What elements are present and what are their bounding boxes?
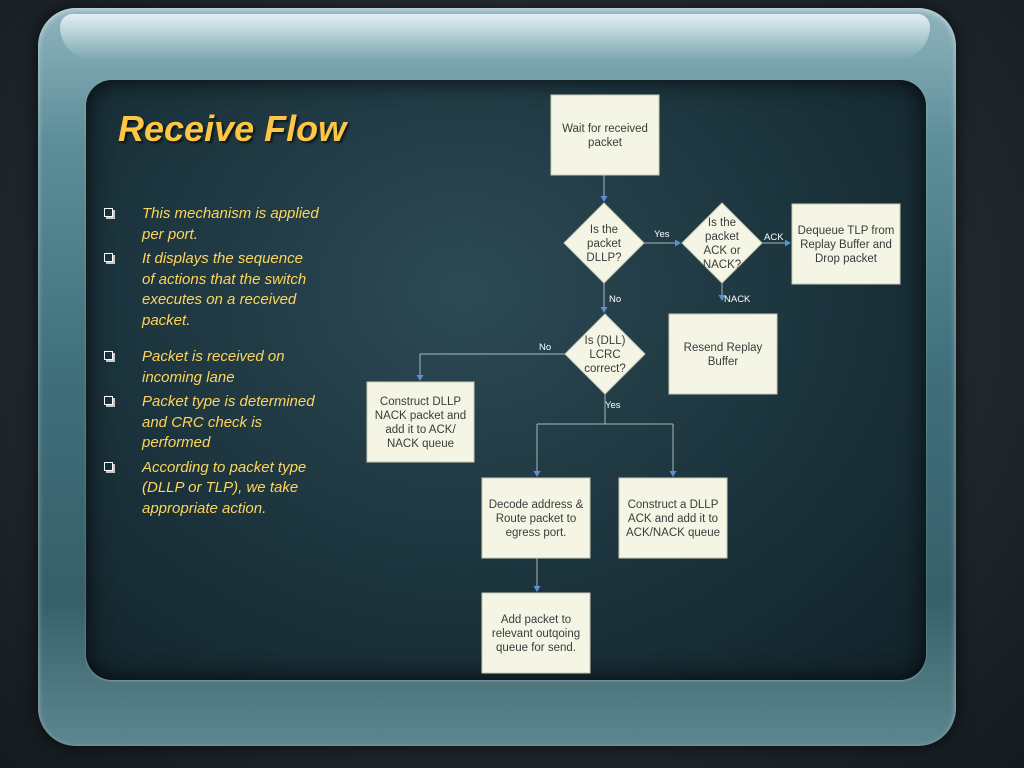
- decision-diamond: [563, 202, 645, 284]
- bullet-item: This mechanism is applied per port.: [104, 204, 319, 245]
- node-label: Drop packet: [815, 253, 878, 265]
- process-box: [481, 477, 591, 559]
- node-label: NACK?: [703, 259, 741, 271]
- node-label: ACK or: [703, 245, 740, 257]
- process-box: [791, 203, 901, 285]
- edge-label-dllp-no: No: [609, 294, 621, 305]
- node-ack-pkt: Construct a DLLP ACK and add it to ACK/NAC…: [618, 477, 728, 559]
- node-label: NACK packet and: [375, 410, 466, 422]
- bullet-item: Packet type is determined and CRC check …: [104, 392, 319, 454]
- bullet-item: Packet is received on incoming lane: [104, 347, 319, 388]
- node-label: NACK queue: [387, 438, 454, 450]
- edge-label-dllp-yes: Yes: [654, 229, 670, 240]
- node-label: relevant outqoing: [492, 628, 580, 640]
- slide-title: Receive Flow: [118, 108, 347, 149]
- node-label: packet: [705, 231, 740, 243]
- node-wait: Wait for received packet: [550, 94, 660, 176]
- bullet-text: It displays the sequence of actions that…: [142, 250, 307, 329]
- process-box: [366, 381, 475, 463]
- edge-label-lcrc-no: No: [539, 342, 551, 353]
- node-label: Buffer: [708, 356, 739, 368]
- node-decode: Decode address & Route packet to egress po…: [481, 477, 591, 559]
- process-box: [550, 94, 660, 176]
- node-label: Is the: [708, 217, 736, 229]
- node-label: Route packet to: [496, 513, 577, 525]
- diagram-nodes: Wait for received packet Is the packetDLLP?…: [366, 94, 901, 674]
- node-lcrc: Is (DLL) LCRC correct?: [564, 313, 646, 395]
- bullet-item: It displays the sequence of actions that…: [104, 249, 319, 331]
- node-nack-pkt: Construct DLLP NACK packet and add it to A…: [366, 381, 475, 463]
- node-label: queue for send.: [496, 642, 576, 654]
- decision-diamond: [564, 313, 646, 395]
- bullet-text: Packet type is determined and CRC check …: [142, 393, 315, 451]
- bullet-item: According to packet type (DLLP or TLP), …: [104, 458, 319, 520]
- node-label: Wait for received: [562, 123, 648, 135]
- node-label: Dequeue TLP from: [798, 225, 895, 237]
- checkbox-bullet-icon: [104, 461, 113, 471]
- checkbox-bullet-icon: [104, 253, 113, 262]
- node-add-packet: Add packet to relevant outqoing queue for …: [481, 592, 591, 674]
- checkbox-bullet-icon: [104, 351, 113, 360]
- bullet-text: Packet is received on incoming lane: [142, 348, 285, 386]
- node-label: DLLP?: [586, 252, 621, 264]
- node-label: Decode address &: [489, 499, 584, 511]
- node-label: ACK and add it to: [628, 513, 718, 525]
- node-label: Is (DLL): [585, 335, 626, 347]
- diagram-connectors: [416, 175, 791, 592]
- decision-diamond: [681, 202, 763, 284]
- checkbox-bullet-icon: [104, 396, 113, 405]
- node-label: correct?: [584, 363, 626, 375]
- bullet-text: This mechanism is applied per port.: [142, 205, 319, 243]
- node-label: packet: [587, 238, 622, 250]
- bullet-list: This mechanism is applied per port. It di…: [104, 204, 319, 523]
- edge-label-ack: ACK: [764, 232, 784, 243]
- node-label: packet: [588, 137, 623, 149]
- edge-lcrc-no: [416, 353, 565, 381]
- node-label: egress port.: [506, 527, 567, 539]
- frame-highlight: [60, 14, 930, 60]
- node-label: Resend Replay: [684, 342, 763, 354]
- process-box: [481, 592, 591, 674]
- slide-screen: [86, 80, 926, 680]
- checkbox-bullet-icon: [104, 208, 113, 217]
- edge-label-lcrc-yes: Yes: [605, 400, 621, 411]
- node-label: ACK/NACK queue: [626, 527, 720, 539]
- edge-label-nack: NACK: [724, 294, 751, 305]
- node-label: Is the: [590, 224, 618, 236]
- node-label: Construct a DLLP: [628, 499, 719, 511]
- bullet-text: According to packet type (DLLP or TLP), …: [142, 458, 307, 517]
- process-box: [618, 477, 728, 559]
- node-label: LCRC: [589, 349, 620, 361]
- node-label: add it to ACK/: [385, 424, 456, 436]
- node-label: Add packet to: [501, 614, 571, 626]
- process-box: [668, 313, 778, 395]
- node-label: Replay Buffer and: [800, 239, 892, 251]
- node-label: Construct DLLP: [380, 396, 462, 408]
